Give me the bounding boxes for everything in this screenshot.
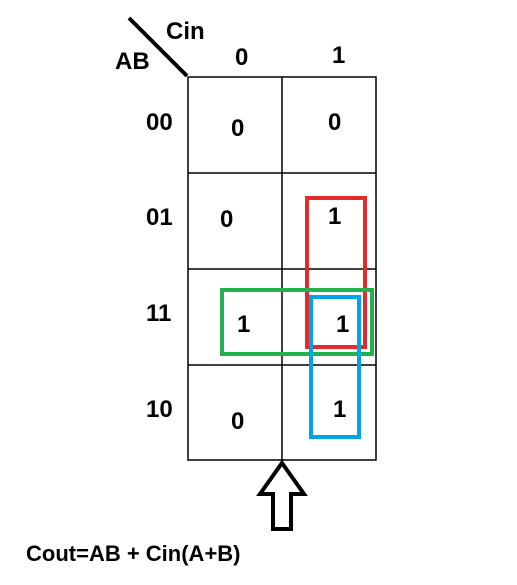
boolean-equation: Cout=AB + Cin(A+B)	[26, 541, 241, 566]
group-red	[305, 196, 367, 349]
cell-01-1: 1	[328, 203, 342, 230]
row-header-00: 00	[146, 109, 173, 136]
row-header-01: 01	[146, 204, 173, 231]
col-header-1: 1	[332, 42, 346, 69]
col-variable-label: Cin	[166, 18, 205, 45]
cell-00-1: 0	[328, 109, 342, 136]
up-arrow-icon	[256, 459, 308, 531]
corner-diagonal	[127, 16, 189, 78]
cell-11-0: 1	[237, 311, 251, 338]
col-header-0: 0	[235, 44, 249, 71]
row-header-11: 11	[146, 300, 172, 327]
group-green	[220, 288, 374, 356]
row-header-10: 10	[146, 396, 173, 423]
group-blue	[309, 295, 361, 439]
cell-00-0: 0	[231, 115, 245, 142]
cell-01-0: 0	[220, 206, 234, 233]
cell-10-1: 1	[333, 396, 347, 423]
cell-10-0: 0	[231, 408, 245, 435]
cell-11-1: 1	[336, 311, 350, 338]
row-variable-label: AB	[115, 48, 150, 75]
